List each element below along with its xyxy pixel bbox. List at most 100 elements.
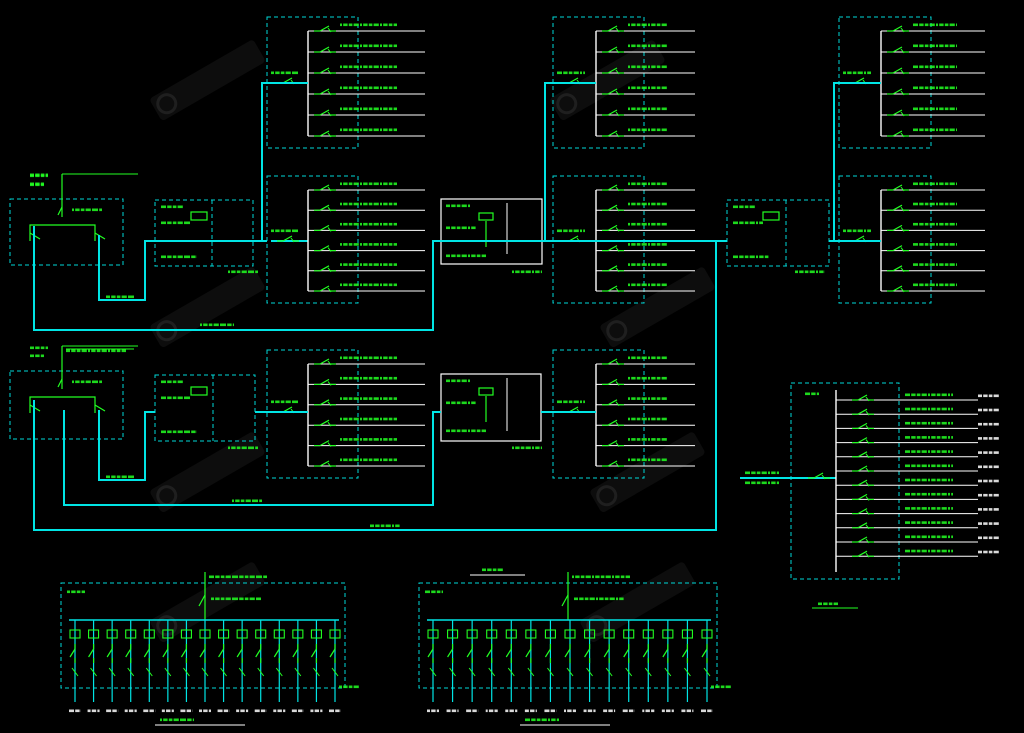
label-glyph <box>492 568 497 572</box>
breaker-symbol <box>602 88 624 96</box>
label-glyph <box>161 396 166 400</box>
watermark-mark <box>580 562 695 642</box>
label-glyph <box>363 222 368 226</box>
label-scribble <box>425 590 443 594</box>
label-glyph <box>91 709 97 713</box>
label-glyph <box>681 709 686 713</box>
meter-symbol <box>125 629 137 639</box>
label-glyph <box>451 254 456 258</box>
label-glyph <box>494 709 498 713</box>
label-glyph <box>744 221 749 225</box>
label-glyph <box>929 283 935 287</box>
label-glyph <box>343 44 348 48</box>
label-glyph <box>978 437 982 440</box>
label-glyph <box>941 436 947 439</box>
label-glyph <box>749 205 755 209</box>
label-glyph <box>35 183 40 187</box>
breaker-mark <box>615 132 620 138</box>
breaker-mark <box>327 267 332 273</box>
label-glyph <box>916 549 921 553</box>
label-glyph <box>393 243 397 246</box>
breaker-symbol <box>887 285 909 293</box>
label-scribble <box>124 709 137 713</box>
label-glyph <box>482 568 486 572</box>
label-glyph <box>916 464 921 468</box>
label-glyph <box>544 709 550 713</box>
label-glyph <box>613 709 616 713</box>
label-glyph <box>776 481 779 485</box>
breaker-symbol <box>314 399 336 407</box>
label-glyph <box>656 222 661 226</box>
label-glyph <box>988 479 993 483</box>
breaker-blade <box>319 184 330 191</box>
label-glyph <box>636 283 641 287</box>
breaker-mark <box>821 474 826 480</box>
label-glyph <box>40 354 44 358</box>
label-glyph <box>393 222 397 226</box>
label-glyph <box>340 243 342 246</box>
label-glyph <box>451 204 456 208</box>
label-scribble <box>340 283 397 287</box>
label-glyph <box>393 438 397 441</box>
label-glyph <box>948 535 950 539</box>
label-glyph <box>919 202 924 206</box>
distribution-board <box>266 175 425 304</box>
label-glyph <box>393 107 397 111</box>
label-glyph <box>373 23 379 27</box>
riser-bus <box>544 82 596 241</box>
label-glyph <box>603 709 608 713</box>
label-glyph <box>223 709 229 713</box>
label-glyph <box>641 86 647 90</box>
label-glyph <box>631 417 636 421</box>
label-glyph <box>941 535 947 539</box>
label-glyph <box>939 222 944 226</box>
label-glyph <box>45 173 48 177</box>
label-scribble <box>905 535 953 539</box>
label-scribble <box>161 205 183 209</box>
label-glyph <box>252 499 258 503</box>
label-glyph <box>563 400 568 404</box>
label-glyph <box>648 417 650 421</box>
label-glyph <box>847 229 852 233</box>
label-glyph <box>931 478 936 482</box>
meter-symbol <box>329 629 341 639</box>
label-glyph <box>373 222 379 226</box>
label-glyph <box>97 709 100 713</box>
label-glyph <box>180 718 186 722</box>
metering-panel <box>154 199 254 267</box>
label-glyph <box>939 65 944 69</box>
label-glyph <box>388 458 393 462</box>
label-glyph <box>628 23 630 27</box>
label-glyph <box>320 709 323 713</box>
label-glyph <box>949 44 955 48</box>
label-glyph <box>329 709 334 713</box>
label-scribble <box>271 71 298 75</box>
label-glyph <box>661 107 667 111</box>
label-glyph <box>75 380 80 384</box>
breaker-mark <box>507 667 515 677</box>
label-glyph <box>271 229 274 233</box>
label-glyph <box>71 590 76 594</box>
label-glyph <box>343 107 348 111</box>
meter-symbol <box>162 629 174 639</box>
breaker-symbol <box>143 644 150 663</box>
watermark-logo <box>580 562 695 642</box>
breaker-blade <box>607 25 618 32</box>
label-glyph <box>81 349 87 353</box>
label-scribble <box>271 400 298 404</box>
label-scribble <box>161 221 190 225</box>
label-glyph <box>656 44 661 48</box>
label-glyph <box>425 590 430 594</box>
label-glyph <box>956 202 957 206</box>
label-glyph <box>393 397 397 400</box>
label-glyph <box>651 263 656 266</box>
label-glyph <box>993 550 999 554</box>
breaker-symbol <box>887 184 909 192</box>
label-glyph <box>572 575 574 579</box>
label-glyph <box>383 182 388 186</box>
label-glyph <box>67 590 70 594</box>
label-glyph <box>929 263 935 266</box>
breaker-blade <box>143 648 150 658</box>
breaker-symbol <box>602 440 624 447</box>
label-glyph <box>651 438 656 441</box>
